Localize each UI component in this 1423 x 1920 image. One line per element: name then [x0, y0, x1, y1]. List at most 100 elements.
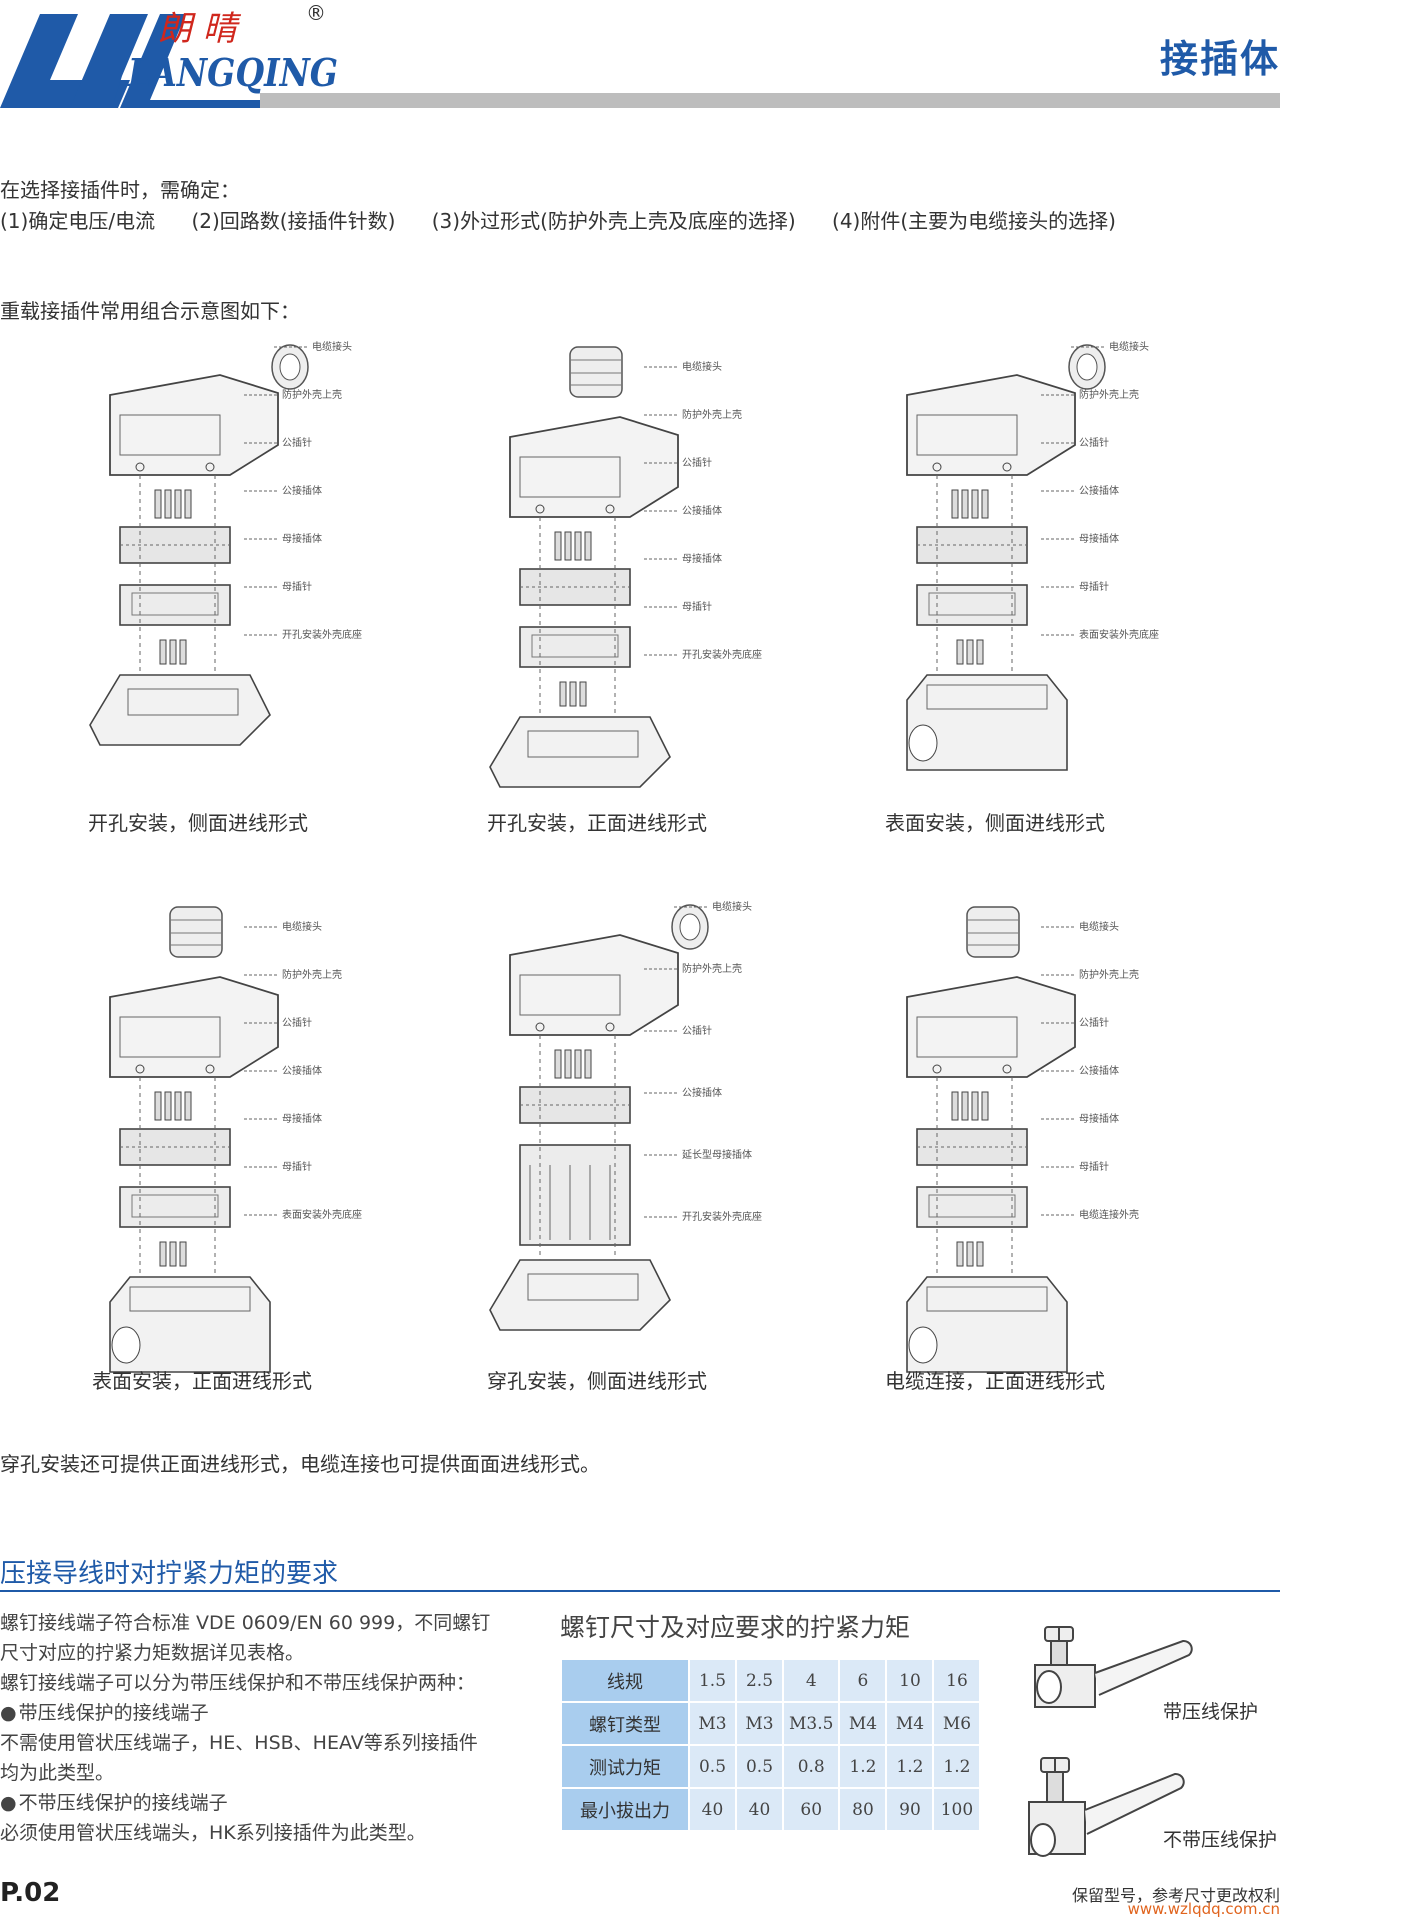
surface-mount-base-icon [906, 674, 1068, 771]
footer-note: 保留型号，参考尺寸更改权利 [1071, 1886, 1280, 1905]
table-cell: 40 [737, 1789, 784, 1832]
callout-label: 表面安装外壳底座 [1079, 628, 1159, 641]
cable-gland-icon [169, 906, 223, 958]
intro-item: (1)确定电压/电流 [0, 209, 156, 233]
callout-label: 电缆接头 [712, 900, 752, 913]
callout-label: 公插针 [682, 1024, 712, 1037]
cable-gland-icon [1068, 344, 1106, 390]
table-cell: 80 [840, 1789, 888, 1832]
installation-note: 穿孔安装还可提供正面进线形式，电缆连接也可提供面面进线形式。 [0, 1452, 600, 1476]
clamp-without-label: 不带压线保护 [1163, 1829, 1278, 1851]
cable-gland-icon [966, 906, 1020, 958]
callout-label: 开孔安装外壳底座 [682, 1210, 762, 1223]
callout-label: 公接插体 [282, 1064, 322, 1077]
callout-label: 防护外壳上壳 [1079, 388, 1139, 401]
table-cell: 0.8 [784, 1746, 841, 1789]
desc-line: 螺钉接线端子符合标准 VDE 0609/EN 60 999，不同螺钉 [0, 1612, 491, 1634]
callout-label: 公插针 [1079, 1016, 1109, 1029]
row-header: 螺钉类型 [562, 1703, 690, 1746]
table-cell: M3 [737, 1703, 784, 1746]
male-pin-icon [951, 1091, 989, 1121]
row-header: 测试力矩 [562, 1746, 690, 1789]
desc-line: 不需使用管状压线端子，HE、HSB、HEAV等系列接插件 [0, 1732, 478, 1754]
callout-label: 公插针 [1079, 436, 1109, 449]
male-insert-icon [916, 1128, 1028, 1166]
diagram-caption: 穿孔安装，侧面进线形式 [487, 1369, 707, 1393]
female-pin-icon [159, 1241, 187, 1267]
callout-label: 电缆接头 [312, 340, 352, 353]
table-cell: 60 [784, 1789, 841, 1832]
callout-label: 公接插体 [1079, 484, 1119, 497]
desc-line: 必须使用管状压线端头，HK系列接插件为此类型。 [0, 1822, 426, 1844]
cable-gland-icon [671, 904, 709, 950]
table-cell: M3.5 [784, 1703, 841, 1746]
cable-gland-icon [569, 346, 623, 398]
diagram-caption: 开孔安装，侧面进线形式 [88, 811, 308, 835]
diagram-panel: 电缆接头防护外壳上壳公插针公接插体母接插体母插针表面安装外壳底座 [817, 335, 1159, 815]
male-pin-icon [154, 1091, 192, 1121]
page-title: 接插体 [1159, 37, 1280, 81]
table-cell: 1.5 [690, 1660, 737, 1703]
male-insert-icon [119, 1128, 231, 1166]
desc-bullet: 不带压线保护的接线端子 [0, 1788, 530, 1818]
footer-url[interactable]: www.wzlqdq.com.cn [1127, 1900, 1280, 1918]
callout-label: 电缆接头 [682, 360, 722, 373]
male-insert-icon [519, 1086, 631, 1124]
row-header: 最小拔出力 [562, 1789, 690, 1832]
female-insert-icon [916, 584, 1028, 626]
callout-label: 公接插体 [682, 504, 722, 517]
female-pin-icon [559, 681, 587, 707]
upper-housing-icon [509, 934, 679, 1036]
callout-label: 电缆接头 [1109, 340, 1149, 353]
clamp-with-label: 带压线保护 [1163, 1701, 1259, 1723]
table-cell: 100 [934, 1789, 982, 1832]
diagram-panel: 电缆接头防护外壳上壳公插针公接插体延长型母接插体开孔安装外壳底座 [420, 895, 762, 1375]
callout-label: 延长型母接插体 [682, 1148, 752, 1161]
callout-label: 开孔安装外壳底座 [282, 628, 362, 641]
callout-label: 公接插体 [1079, 1064, 1119, 1077]
combo-title: 重载接插件常用组合示意图如下： [0, 299, 300, 323]
desc-line: 尺寸对应的拧紧力矩数据详见表格。 [0, 1642, 305, 1664]
cable-gland-icon [271, 344, 309, 390]
callout-label: 防护外壳上壳 [1079, 968, 1139, 981]
intro-item: (3)外过形式(防护外壳上壳及底座的选择) [431, 209, 796, 233]
diagram-panel: 电缆接头防护外壳上壳公插针公接插体母接插体母插针开孔安装外壳底座 [420, 335, 762, 815]
header-bar [260, 93, 1280, 108]
diagram-panel: 电缆接头防护外壳上壳公插针公接插体母接插体母插针开孔安装外壳底座 [20, 335, 362, 815]
torque-description: 螺钉接线端子符合标准 VDE 0609/EN 60 999，不同螺钉 尺寸对应的… [0, 1608, 530, 1848]
surface-mount-base-icon [109, 1276, 271, 1373]
table-cell: M4 [840, 1703, 888, 1746]
diagram-panel: 电缆接头防护外壳上壳公插针公接插体母接插体母插针电缆连接外壳 [817, 895, 1139, 1375]
callout-label: 表面安装外壳底座 [282, 1208, 362, 1221]
table-cell: 1.2 [840, 1746, 888, 1789]
callout-label: 母插针 [1079, 1160, 1109, 1173]
male-pin-icon [154, 489, 192, 519]
extended-female-insert-icon [519, 1144, 631, 1246]
table-cell: 2.5 [737, 1660, 784, 1703]
panel-mount-base-icon [89, 674, 271, 746]
intro-item: (4)附件(主要为电缆接头的选择) [832, 209, 1116, 233]
callout-label: 防护外壳上壳 [682, 962, 742, 975]
female-insert-icon [119, 584, 231, 626]
female-pin-icon [956, 1241, 984, 1267]
diagram-caption: 电缆连接，正面进线形式 [885, 1369, 1105, 1393]
table-cell: 0.5 [690, 1746, 737, 1789]
row-header: 线规 [562, 1660, 690, 1703]
callout-label: 公插针 [282, 436, 312, 449]
table-cell: M4 [887, 1703, 935, 1746]
callout-label: 公插针 [282, 1016, 312, 1029]
upper-housing-icon [109, 976, 279, 1078]
table-cell: 6 [840, 1660, 888, 1703]
logo-cn-text: 朗 晴 [158, 9, 242, 49]
female-insert-icon [916, 1186, 1028, 1228]
male-insert-icon [119, 526, 231, 564]
table-cell: M6 [934, 1703, 982, 1746]
